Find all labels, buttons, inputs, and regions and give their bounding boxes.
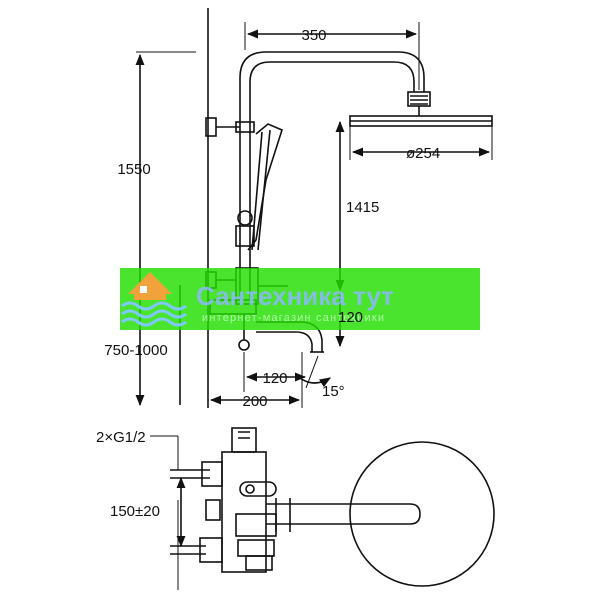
dim-1415-label: 1415 bbox=[346, 199, 379, 216]
slider bbox=[235, 210, 255, 247]
dim-120h-label: 120 bbox=[262, 370, 287, 387]
hand-shower bbox=[247, 123, 283, 251]
dim-120v-label: 120 bbox=[338, 309, 363, 326]
rain-shower-head bbox=[349, 115, 493, 127]
dim-200-label: 200 bbox=[242, 393, 267, 410]
dim-254-label: ø254 bbox=[406, 145, 440, 162]
head-connector bbox=[407, 91, 431, 116]
wall-bracket-upper bbox=[205, 117, 255, 137]
inlet-spacing-label: 150±20 bbox=[110, 503, 160, 520]
mixer-front-view bbox=[150, 427, 421, 590]
dim-15deg-label: 15° bbox=[322, 383, 345, 400]
rain-head-top-view bbox=[349, 441, 495, 587]
dim-750-label: 750-1000 bbox=[104, 342, 167, 359]
dim-350-label: 350 bbox=[301, 27, 326, 44]
watermark-subtitle: интернет-магазин сантехники bbox=[202, 312, 385, 324]
watermark-banner: Сантехника тут интернет-магазин сантехни… bbox=[120, 268, 480, 330]
dim-1550-label: 1550 bbox=[117, 161, 150, 178]
watermark-title: Сантехника тут bbox=[196, 281, 394, 311]
house-logo-icon bbox=[121, 272, 187, 327]
inlets-label: 2×G1/2 bbox=[96, 429, 146, 446]
